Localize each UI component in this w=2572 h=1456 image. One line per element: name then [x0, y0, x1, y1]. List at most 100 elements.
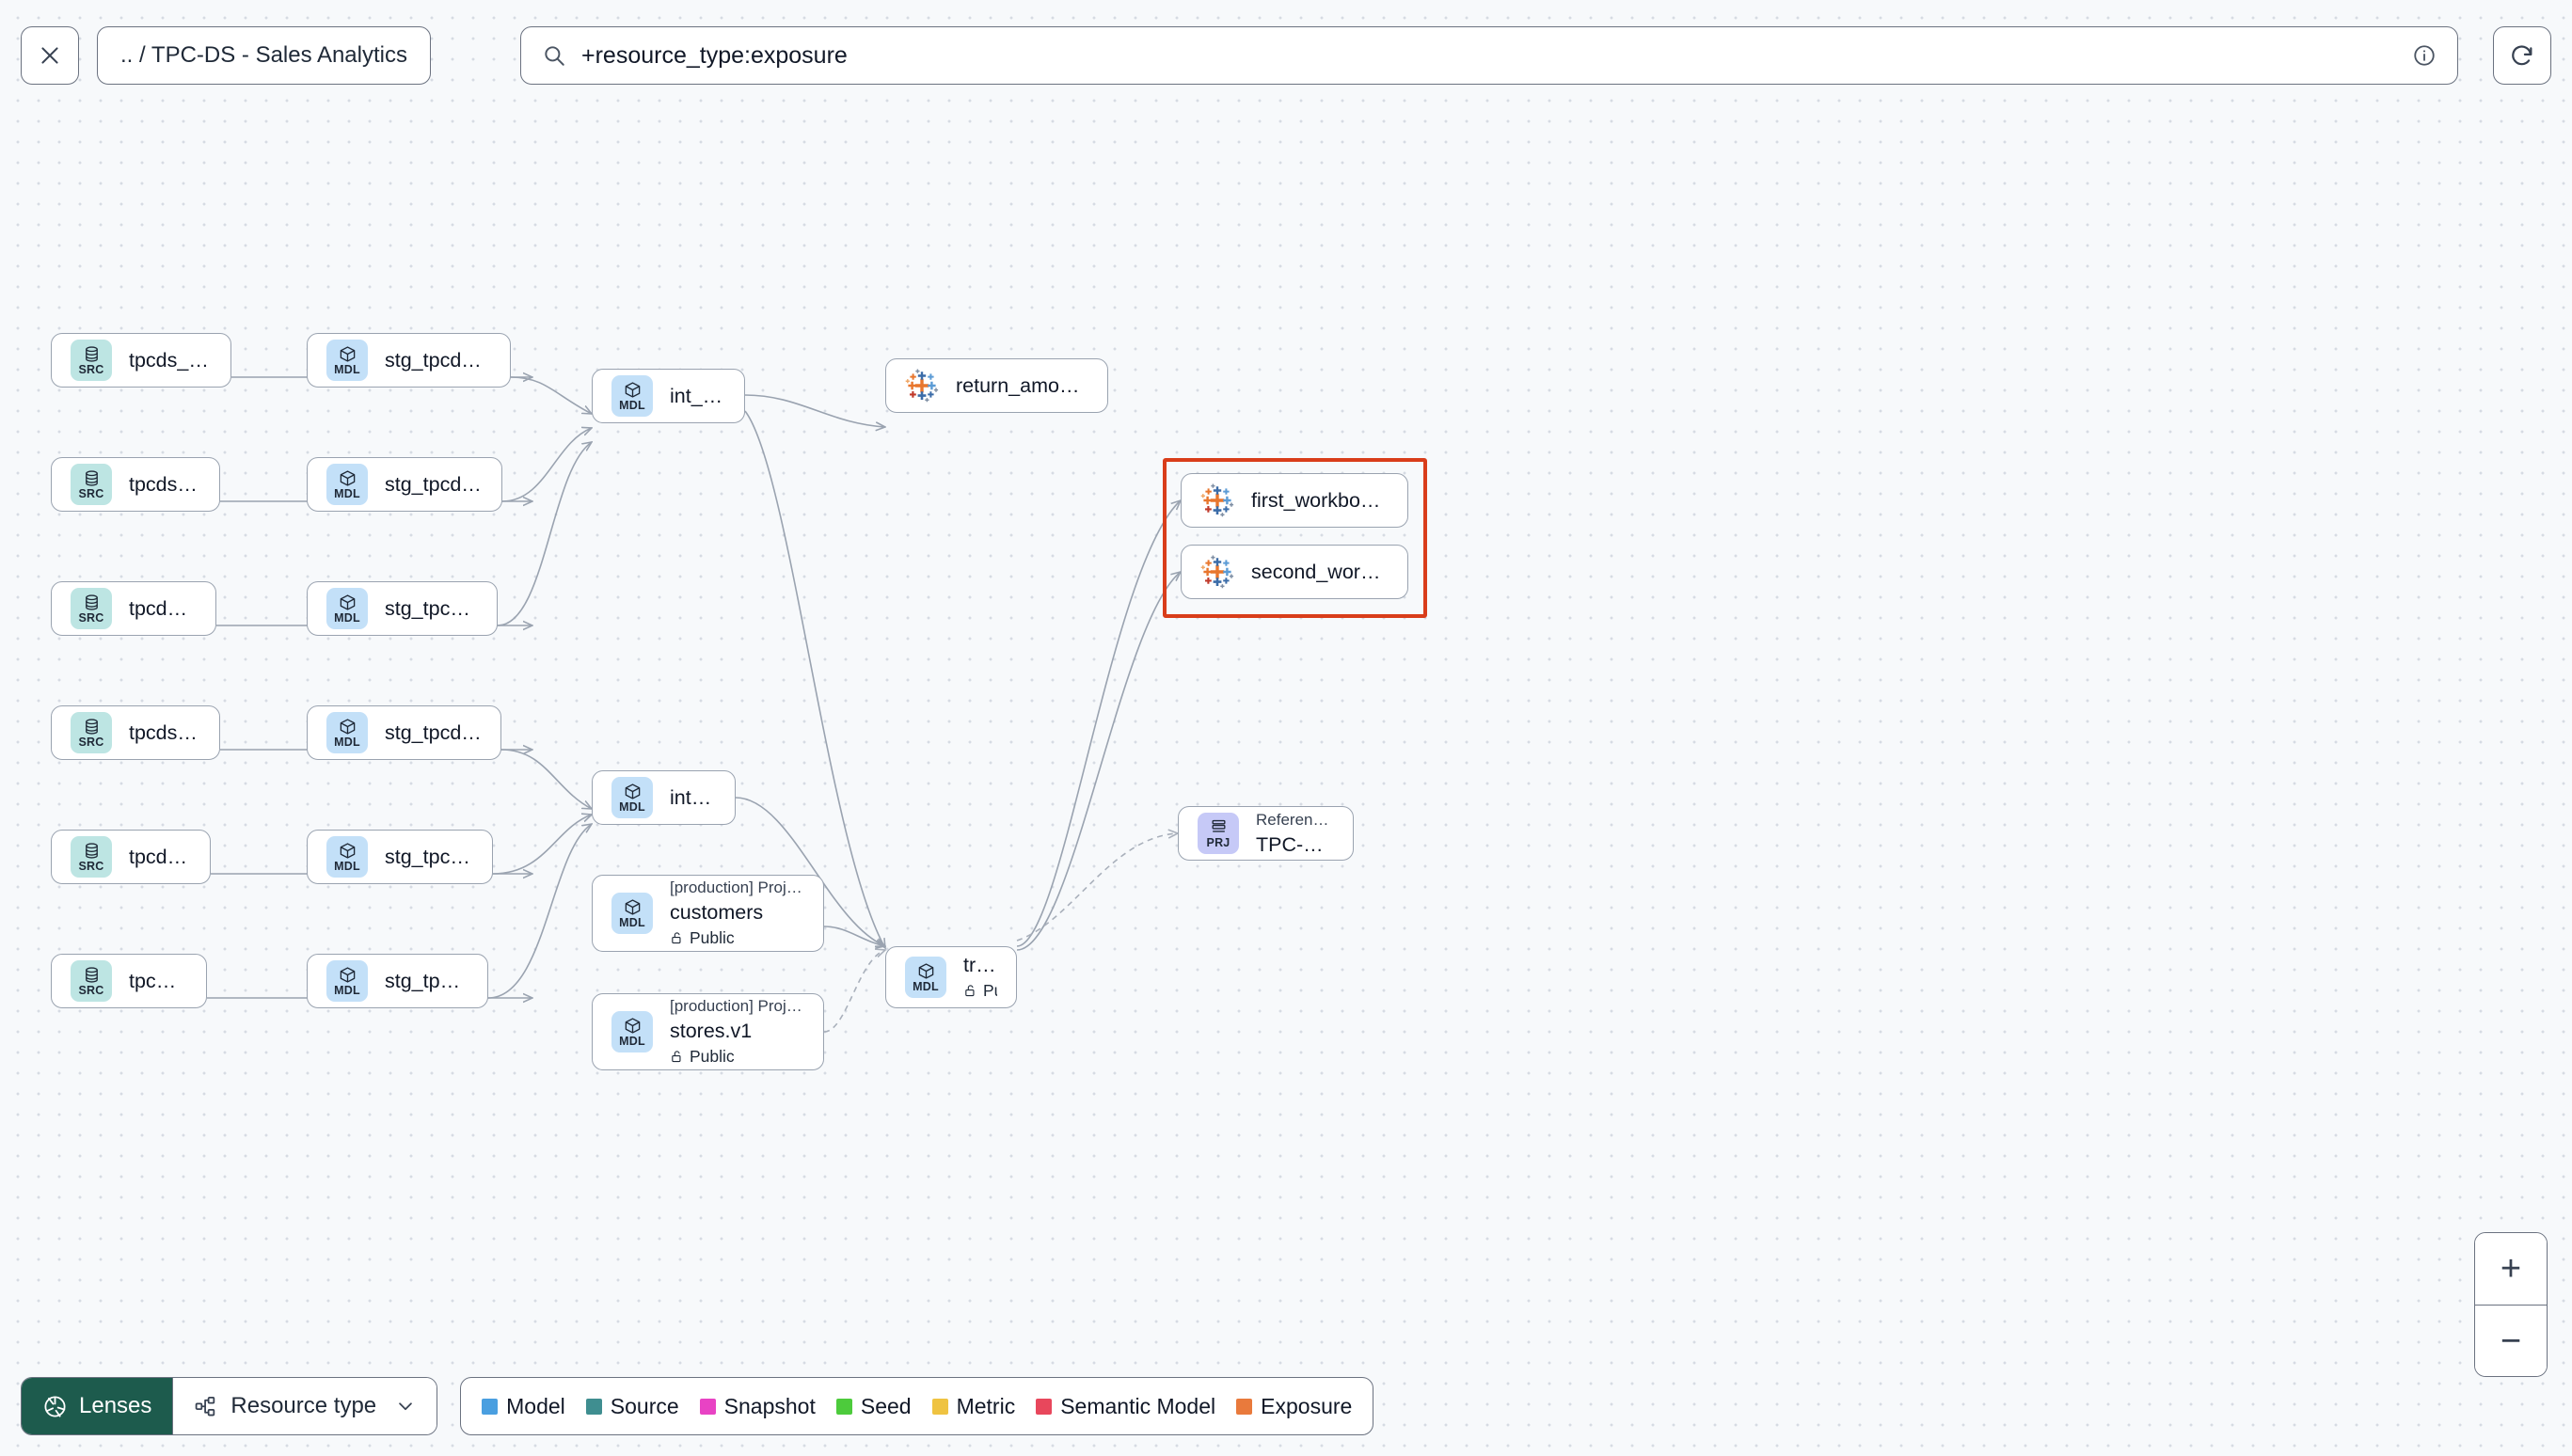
legend-item-metric[interactable]: Metric [931, 1394, 1015, 1419]
legend-swatch [1236, 1398, 1253, 1415]
node-access-label: Public [983, 981, 997, 1000]
cube-icon [918, 963, 933, 979]
resource-type-dropdown[interactable]: Resource type [172, 1378, 437, 1434]
cube-icon [625, 382, 640, 398]
node-content: tpcds_core.web_returns [129, 597, 197, 621]
cube-icon [625, 1018, 640, 1034]
graph-node-stg_store_sales[interactable]: MDL stg_tpcds_core__store_sales [307, 830, 493, 884]
badge-code: MDL [334, 735, 360, 749]
graph-node-src_catalog_sales[interactable]: SRC tpcds_core.catalog_sales [51, 705, 220, 760]
database-icon [85, 594, 98, 610]
resource-type-badge-prj: PRJ [1198, 813, 1239, 854]
graph-node-stg_store_returns[interactable]: MDL stg_tpcds_core__store_returns [307, 457, 502, 512]
cube-icon [340, 719, 355, 735]
badge-code: MDL [619, 1034, 645, 1048]
node-label: second_workbook_connected_to_live… [1251, 560, 1389, 583]
zoom-out-button[interactable]: − [2475, 1305, 2547, 1376]
resource-type-badge-src: SRC [71, 340, 112, 381]
node-access-label: Public [690, 1047, 735, 1066]
resource-type-badge-mdl: MDL [326, 836, 368, 878]
legend-item-seed[interactable]: Seed [835, 1394, 912, 1419]
resource-type-badge-src: SRC [71, 588, 112, 629]
database-icon [85, 967, 98, 983]
resource-type-badge-mdl: MDL [326, 464, 368, 505]
badge-code: MDL [619, 398, 645, 412]
node-content: tpcds_core.store_returns [129, 473, 200, 497]
graph-node-return_amounts[interactable]: return_amounts_by_transaction_type [885, 358, 1108, 413]
graph-node-transactions[interactable]: MDLtransactions Public [885, 946, 1017, 1008]
badge-code: SRC [78, 362, 104, 376]
node-label: tpcds_core.catalog_returns [129, 348, 212, 372]
resource-type-badge-mdl: MDL [326, 340, 368, 381]
node-label: stg_tpcds_core__store_returns [385, 472, 483, 496]
node-content: return_amounts_by_transaction_type [956, 374, 1088, 398]
search-icon [545, 46, 564, 66]
search-input[interactable] [580, 41, 2397, 70]
badge-code: SRC [78, 735, 104, 749]
badge-code: SRC [78, 610, 104, 625]
close-button[interactable] [21, 26, 79, 85]
node-label: int_returns__unioned [670, 384, 725, 407]
chevron-down-icon [399, 1402, 412, 1411]
refresh-button[interactable] [2493, 26, 2551, 85]
graph-node-customers[interactable]: MDL[production] Project: TPC-DS - Core D… [592, 875, 824, 952]
legend-swatch [482, 1398, 499, 1415]
cube-icon [340, 470, 355, 486]
node-label: transactions [963, 954, 997, 976]
legend-item-exposure[interactable]: Exposure [1236, 1394, 1352, 1419]
legend-label: Model [506, 1393, 565, 1418]
tableau-exposure-icon [905, 369, 939, 403]
graph-node-src_web_returns[interactable]: SRC tpcds_core.web_returns [51, 581, 216, 636]
node-content: [production] Project: TPC-DS - Core Data… [670, 878, 804, 948]
badge-code: MDL [334, 362, 360, 376]
database-icon [85, 719, 98, 735]
cube-icon [340, 594, 355, 610]
graph-node-int_returns_unioned[interactable]: MDL int_returns__unioned [592, 369, 745, 423]
hierarchy-icon [196, 1396, 215, 1416]
node-label: tpcds_core.catalog_sales [129, 720, 200, 744]
graph-node-int_sales_unioned[interactable]: MDL int_sales__unioned [592, 770, 736, 825]
node-label: tpcds_core.store_returns [129, 472, 200, 496]
lens-controls: Lenses Resource type [21, 1377, 438, 1435]
graph-node-stores_v1[interactable]: MDL [production] Project: TPC-DS - Core D… [592, 993, 824, 1070]
legend-swatch [699, 1398, 716, 1415]
legend-item-semantic-model[interactable]: Semantic Model [1036, 1394, 1215, 1419]
legend-item-model[interactable]: Model [482, 1394, 565, 1419]
resource-type-legend: Model Source Snapshot Seed Metric Semant… [460, 1377, 1374, 1435]
search-bar[interactable] [519, 26, 2458, 85]
graph-node-second_workbook[interactable]: second_workbook_connected_to_live… [1181, 545, 1408, 599]
legend-label: Snapshot [723, 1393, 816, 1418]
node-content: second_workbook_connected_to_live… [1251, 561, 1389, 584]
cube-icon [340, 346, 355, 362]
badge-code: PRJ [1206, 835, 1230, 849]
breadcrumb[interactable]: .. / TPC-DS - Sales Analytics [97, 26, 431, 85]
graph-node-first_workbook[interactable]: first_workbook_attached_to_tpc-ds_-_… [1181, 473, 1408, 528]
lock-open-icon [672, 932, 681, 944]
node-label: tpcds_core.web_returns [129, 596, 197, 620]
node-access-badge: Public [963, 981, 997, 1001]
bottom-toolbar: Lenses Resource type Model Source Snapsh… [21, 1377, 1374, 1435]
lenses-button[interactable]: Lenses [22, 1378, 173, 1434]
node-content: stg_tpcds_core__store_sales [385, 846, 473, 869]
info-icon[interactable] [2412, 43, 2437, 68]
zoom-in-button[interactable]: + [2475, 1233, 2547, 1305]
node-label: stores.v1 [670, 1020, 753, 1042]
node-content: [production] Project: TPC-DS - Core Data… [670, 997, 804, 1067]
node-label: stg_tpcds_core__web_sales [385, 969, 468, 992]
legend-item-snapshot[interactable]: Snapshot [699, 1393, 816, 1419]
node-label: int_sales__unioned [670, 785, 716, 809]
resource-type-badge-mdl: MDL [326, 588, 368, 629]
legend-item-source[interactable]: Source [585, 1394, 679, 1419]
project-icon [1211, 819, 1226, 832]
badge-code: MDL [619, 799, 645, 814]
graph-node-src_catalog_returns[interactable]: SRC tpcds_core.catalog_returns [51, 333, 231, 388]
